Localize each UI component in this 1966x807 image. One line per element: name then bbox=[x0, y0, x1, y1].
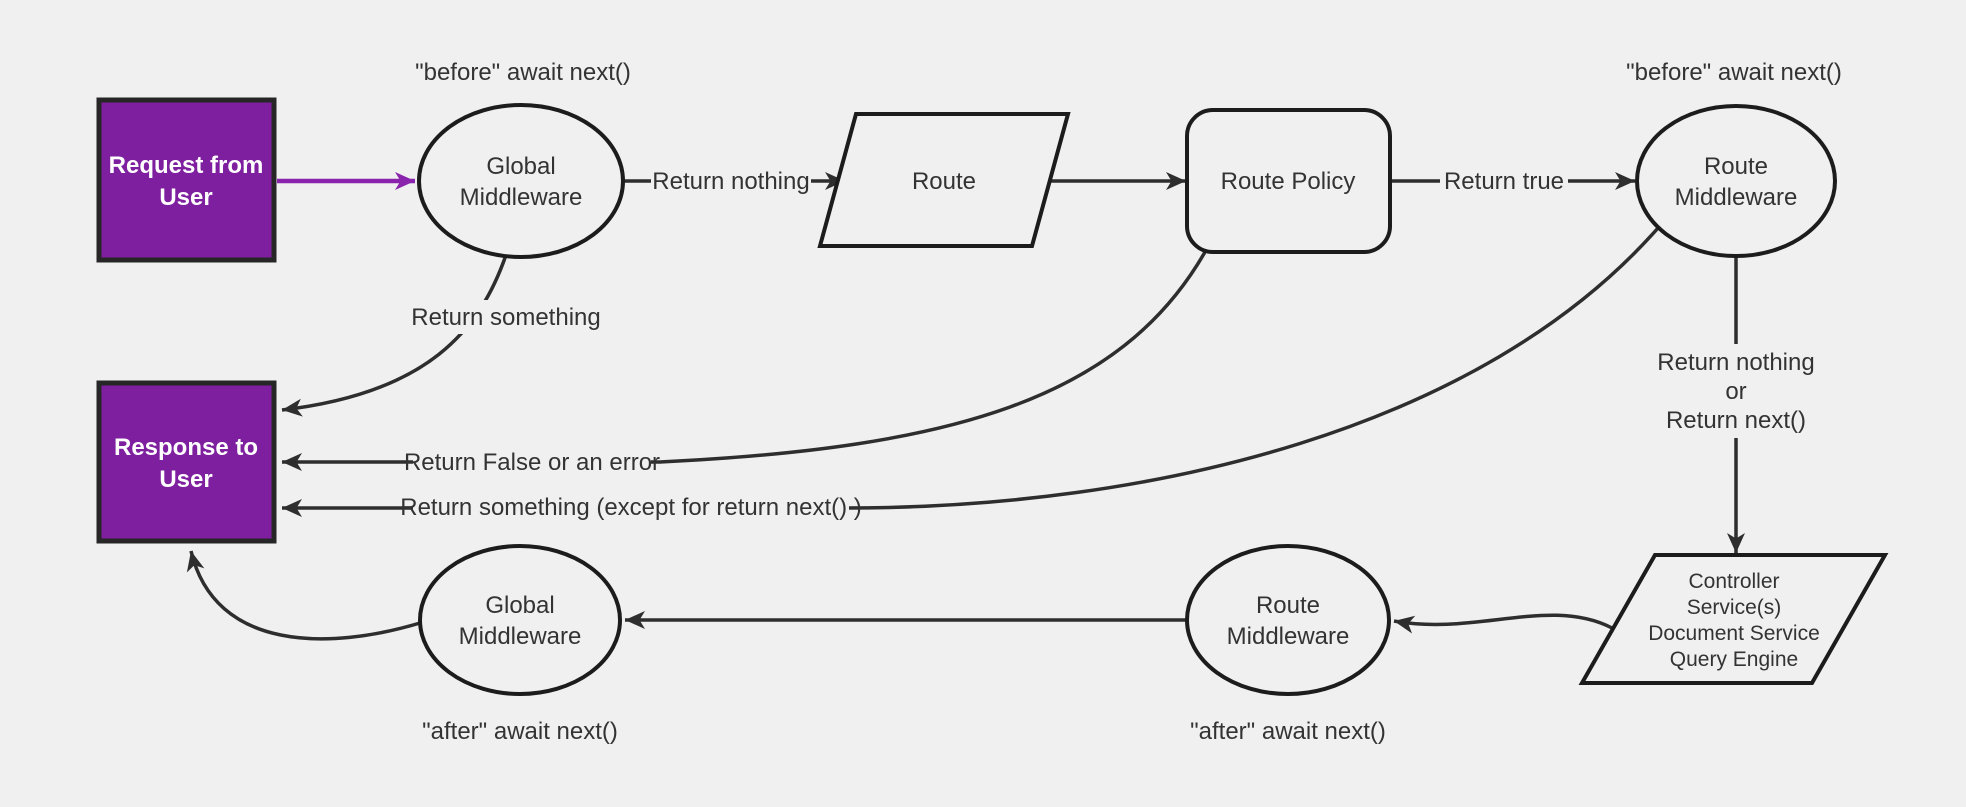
label-bg bbox=[1440, 164, 1568, 198]
route-middleware-top-line1: Route bbox=[1704, 153, 1768, 180]
node-request-from-user: Request from User bbox=[96, 97, 277, 263]
global-middleware-bottom-line2: Middleware bbox=[459, 623, 582, 650]
global-middleware-top-ellipse bbox=[417, 103, 625, 259]
node-route: Route bbox=[817, 112, 1071, 248]
return-nothing-label: Return nothing bbox=[652, 168, 809, 195]
controller-parallelogram bbox=[1578, 553, 1889, 685]
controller-line1: Controller bbox=[1688, 570, 1779, 593]
return-true-label: Return true bbox=[1444, 168, 1564, 195]
edge-route-policy-return-false bbox=[282, 251, 1207, 471]
global-middleware-bottom-ellipse bbox=[418, 544, 622, 696]
edge-global-middleware-bottom-to-response bbox=[186, 550, 421, 641]
route-middleware-top-line2: Middleware bbox=[1675, 184, 1798, 211]
controller-line4: Query Engine bbox=[1670, 648, 1798, 671]
label-bg bbox=[1650, 344, 1822, 438]
edge-label-return-something: Return something bbox=[411, 300, 601, 334]
edge-controller-to-route-middleware-bottom bbox=[1393, 613, 1613, 634]
route-middleware-bottom-line2: Middleware bbox=[1227, 623, 1350, 650]
edge-label-return-true: Return true bbox=[1440, 164, 1568, 198]
edge-label-return-nothing-or-next: Return nothing or Return next() bbox=[1650, 344, 1822, 438]
edge-route-middleware-return-something-except bbox=[282, 226, 1660, 517]
label-bg bbox=[413, 490, 849, 524]
response-label-line2: User bbox=[159, 466, 212, 493]
response-box bbox=[96, 380, 277, 544]
node-controller-services: Controller Service(s) Document Service Q… bbox=[1578, 553, 1889, 685]
return-nothing-or-line1: Return nothing bbox=[1657, 349, 1814, 376]
after-await-next-right-label: "after" await next() bbox=[1190, 718, 1386, 745]
node-response-to-user: Response to User bbox=[96, 380, 277, 544]
route-middleware-bottom-ellipse bbox=[1185, 544, 1391, 696]
label-bg bbox=[413, 445, 651, 479]
route-policy-label: Route Policy bbox=[1221, 168, 1356, 195]
edge-global-middleware-return-something bbox=[281, 254, 508, 417]
edge-label-return-false: Return False or an error bbox=[404, 445, 660, 479]
before-await-next-left-label: "before" await next() bbox=[415, 59, 631, 86]
after-await-next-left-label: "after" await next() bbox=[422, 718, 618, 745]
route-parallelogram bbox=[817, 112, 1071, 248]
node-route-policy: Route Policy bbox=[1185, 108, 1392, 254]
return-nothing-or-line2: or bbox=[1725, 378, 1746, 405]
node-global-middleware-top: Global Middleware bbox=[417, 103, 625, 259]
route-label: Route bbox=[912, 168, 976, 195]
route-middleware-bottom-line1: Route bbox=[1256, 592, 1320, 619]
route-middleware-top-ellipse bbox=[1635, 104, 1837, 258]
return-nothing-or-line3: Return next() bbox=[1666, 407, 1806, 434]
request-label-line2: User bbox=[159, 184, 212, 211]
return-something-except-label: Return something (except for return next… bbox=[400, 494, 862, 521]
response-label-line1: Response to bbox=[114, 434, 258, 461]
node-route-middleware-bottom: Route Middleware bbox=[1185, 544, 1391, 696]
return-false-label: Return False or an error bbox=[404, 449, 660, 476]
before-await-next-right-label: "before" await next() bbox=[1626, 59, 1842, 86]
global-middleware-bottom-line1: Global bbox=[485, 592, 554, 619]
edge-label-return-nothing: Return nothing bbox=[651, 164, 811, 198]
return-something-label: Return something bbox=[411, 304, 600, 331]
node-global-middleware-bottom: Global Middleware bbox=[418, 544, 622, 696]
request-label-line1: Request from bbox=[109, 152, 264, 179]
edge-label-return-something-except: Return something (except for return next… bbox=[400, 490, 862, 524]
node-route-middleware-top: Route Middleware bbox=[1635, 104, 1837, 258]
global-middleware-top-line1: Global bbox=[486, 153, 555, 180]
controller-line3: Document Service bbox=[1648, 622, 1820, 645]
controller-line2: Service(s) bbox=[1687, 596, 1782, 619]
request-box bbox=[96, 97, 277, 263]
route-policy-rect bbox=[1185, 108, 1392, 254]
label-bg bbox=[412, 300, 600, 334]
label-bg bbox=[651, 164, 811, 198]
global-middleware-top-line2: Middleware bbox=[460, 184, 583, 211]
